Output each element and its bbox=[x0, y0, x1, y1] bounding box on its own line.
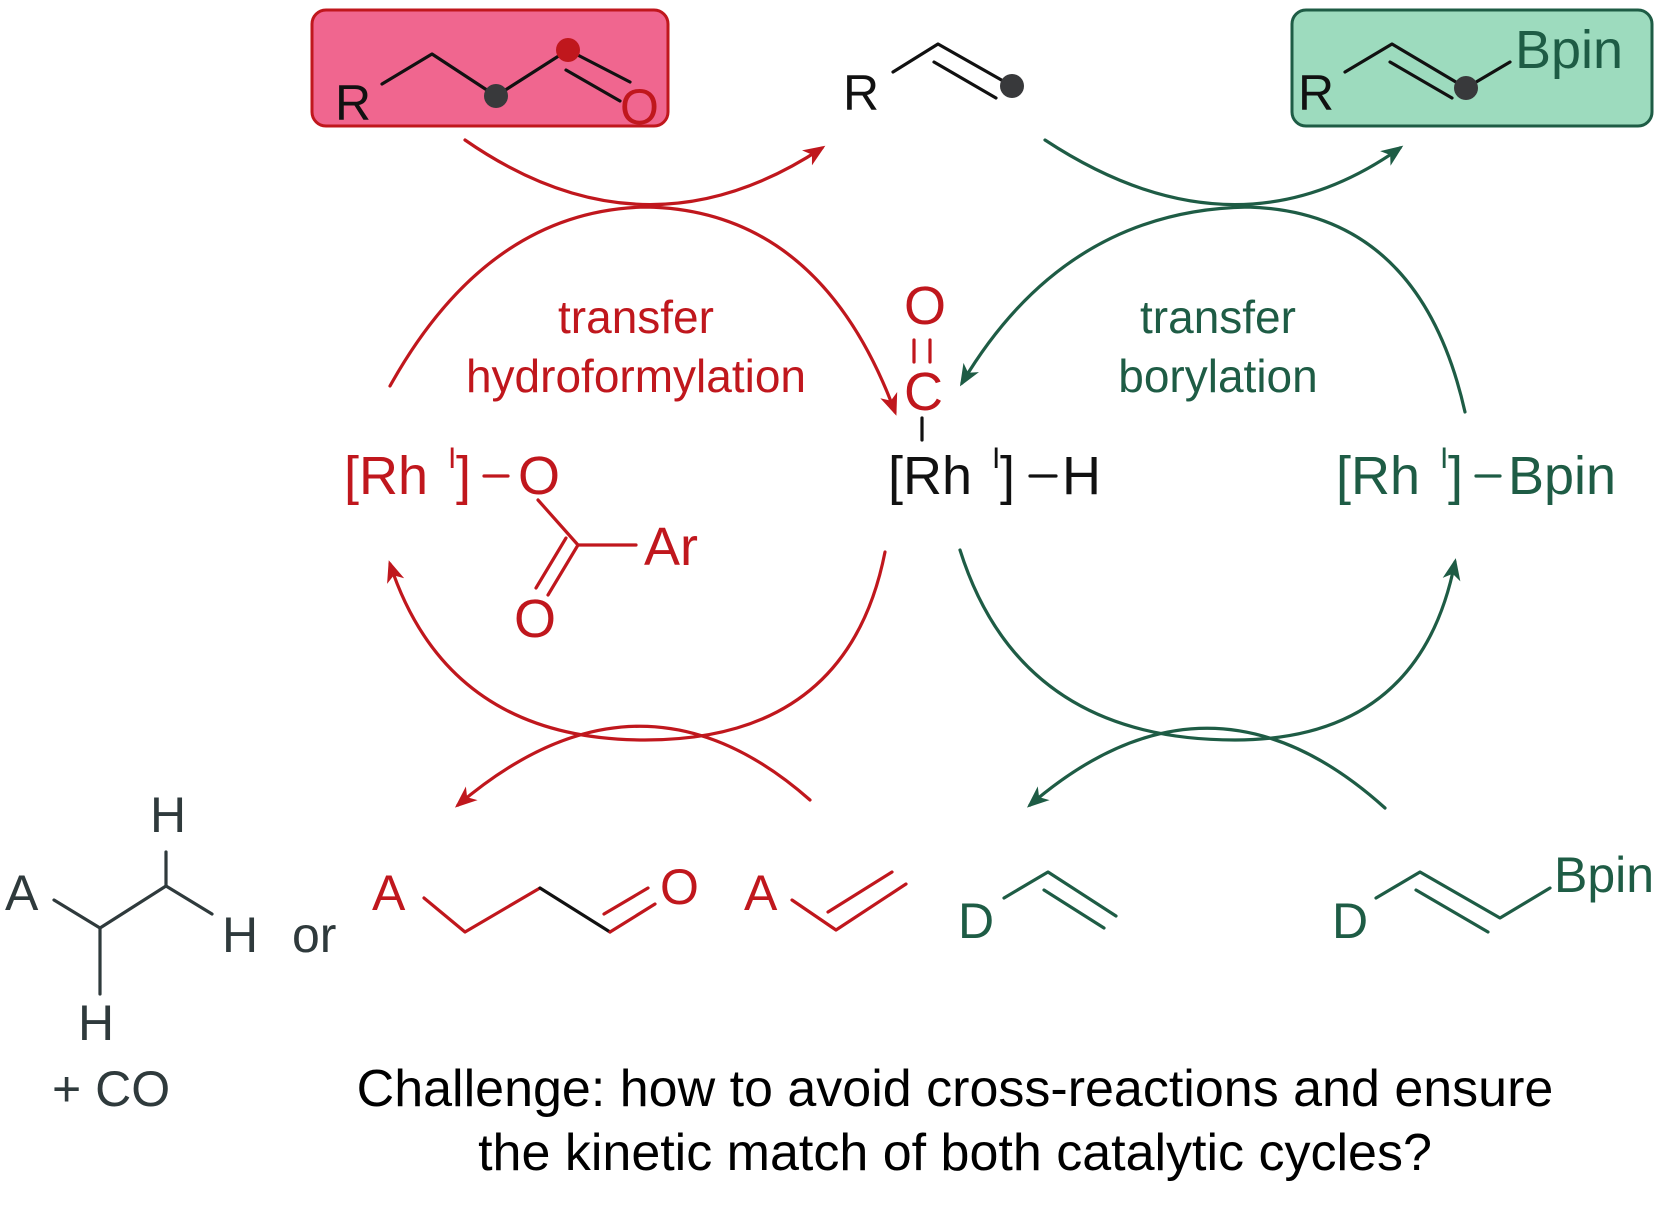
red-cycle-upper-arc bbox=[388, 205, 898, 416]
rh-boryl-bracket: ] bbox=[1448, 446, 1463, 506]
rh-boryl-bpin: Bpin bbox=[1508, 446, 1616, 506]
donor-alkene: D bbox=[958, 870, 1118, 949]
green-bottom-arrow bbox=[1026, 726, 1387, 810]
acceptor-alkene: A bbox=[744, 865, 908, 932]
green-cycle-label-line1: transfer bbox=[1140, 291, 1296, 343]
rh-carboxylate-carbonyl-oxygen: O bbox=[514, 589, 556, 649]
donor-aldehyde-a-group: A bbox=[372, 865, 406, 921]
vinylboronate-product-box bbox=[1290, 8, 1654, 128]
aldehyde-r-group: R bbox=[335, 75, 371, 131]
reagent-bpin: Bpin bbox=[1554, 847, 1654, 903]
green-cycle-label-line2: borylation bbox=[1118, 350, 1317, 402]
challenge-line-2: the kinetic match of both catalytic cycl… bbox=[478, 1124, 1432, 1182]
alkane-h-right: H bbox=[222, 907, 258, 963]
or-connector: or bbox=[292, 907, 336, 963]
product-bpin: Bpin bbox=[1515, 20, 1623, 80]
donor-alkene-d-group: D bbox=[958, 893, 994, 949]
green-cycle-lower-arc bbox=[958, 548, 1461, 742]
vinylboronate-reagent: D Bpin bbox=[1332, 847, 1654, 949]
alkane-h-top: H bbox=[150, 787, 186, 843]
catalyst-bracket: ] bbox=[1000, 446, 1015, 506]
vinylboronate-product: R Bpin bbox=[1298, 20, 1623, 121]
green-top-arrow bbox=[1043, 138, 1404, 207]
label-dot-boryl bbox=[1454, 76, 1478, 100]
red-top-arrow bbox=[463, 138, 826, 207]
red-cycle-lower-arc bbox=[387, 550, 887, 742]
rhodium-hydride-catalyst: O C [Rh I ] H bbox=[888, 276, 1101, 506]
aldehyde-substrate-box bbox=[310, 8, 670, 128]
donor-aldehyde: A O bbox=[372, 859, 699, 934]
carbon-monoxide: + CO bbox=[52, 1061, 170, 1117]
catalyst-oxidation-state: I bbox=[992, 442, 1000, 475]
label-dot-formyl bbox=[556, 38, 580, 62]
rh-carboxylate-oxidation-state: I bbox=[448, 442, 456, 475]
alkene-r-group: R bbox=[843, 65, 879, 121]
label-dot-alkene bbox=[1000, 74, 1024, 98]
challenge-line-1: Challenge: how to avoid cross-reactions … bbox=[357, 1060, 1554, 1118]
rhodium-carboxylate: [Rh I ] O Ar O bbox=[344, 442, 698, 649]
aldehyde-substrate: R O bbox=[335, 38, 659, 135]
donor-aldehyde-oxygen: O bbox=[660, 859, 699, 915]
rh-carboxylate-metal: [Rh bbox=[344, 446, 428, 506]
alkane-h-bottom: H bbox=[78, 995, 114, 1051]
carbonyl-carbon: C bbox=[904, 362, 943, 422]
catalyst-hydride: H bbox=[1062, 446, 1101, 506]
aldehyde-oxygen: O bbox=[620, 79, 659, 135]
rh-boryl-metal: [Rh bbox=[1336, 446, 1420, 506]
carbonyl-oxygen: O bbox=[904, 276, 946, 336]
rh-carboxylate-bracket: ] bbox=[456, 446, 471, 506]
red-bottom-arrow bbox=[454, 724, 812, 808]
rh-boryl-oxidation-state: I bbox=[1440, 442, 1448, 475]
green-cycle-upper-arc bbox=[959, 205, 1467, 414]
rh-carboxylate-oxygen: O bbox=[518, 446, 560, 506]
product-r-group: R bbox=[1298, 65, 1334, 121]
alkane-byproduct: A H H H + CO bbox=[5, 787, 258, 1117]
rhodium-boryl: [Rh I ] Bpin bbox=[1336, 442, 1616, 506]
rh-carboxylate-aryl: Ar bbox=[644, 517, 698, 577]
red-cycle-label-line1: transfer bbox=[558, 291, 714, 343]
alkane-a-group: A bbox=[5, 865, 39, 921]
label-dot-carbon bbox=[484, 84, 508, 108]
alkene-intermediate: R bbox=[843, 42, 1024, 121]
catalyst-metal: [Rh bbox=[888, 446, 972, 506]
acceptor-alkene-a-group: A bbox=[744, 865, 778, 921]
reagent-d-group: D bbox=[1332, 893, 1368, 949]
red-cycle-label-line2: hydroformylation bbox=[466, 350, 806, 402]
